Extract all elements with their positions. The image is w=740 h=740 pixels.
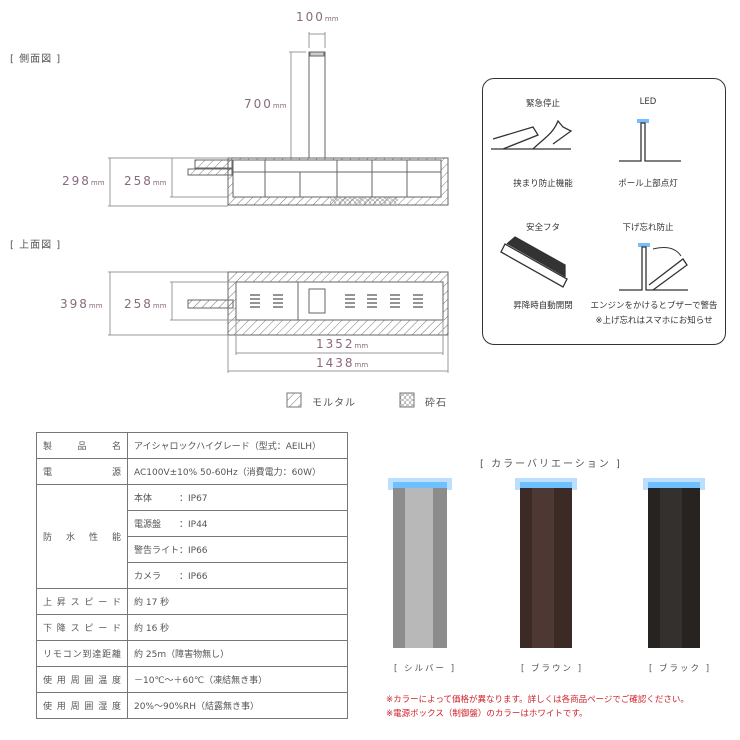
table-row: 製品名アイシャロックハイグレード（型式：AEILH）: [36, 432, 348, 459]
dim-length-inner: 1352mm: [316, 337, 369, 351]
table-row: カメラ ：IP66: [37, 562, 348, 589]
gravel-pattern-icon: [399, 392, 415, 408]
dim-width-total: 398mm: [60, 297, 103, 311]
feature-caption-safety-lid: 昇降時自動開閉: [513, 301, 573, 311]
emergency-stop-icon: [491, 119, 573, 150]
spec-label: 上昇スピード: [36, 588, 128, 615]
color-label-silver: [ シルバー ]: [394, 664, 457, 674]
features-panel: 緊急停止 挟まり防止機能 LED ポール上部点灯 安全フタ 昇降時自動開閉 下げ…: [482, 78, 726, 345]
dim-length-total: 1438mm: [316, 356, 369, 370]
dim-width: 100mm: [296, 10, 339, 24]
feature-caption-led: ポール上部点灯: [618, 179, 678, 189]
feature-caption-raise-reminder-note: ※上げ忘れはスマホにお知らせ: [595, 316, 713, 326]
spec-label: 防水性能: [36, 484, 128, 589]
legend-gravel: 砕石: [425, 398, 447, 409]
feature-title-emergency-stop: 緊急停止: [525, 99, 560, 109]
color-variation-title: [ カラーバリエーション ]: [480, 459, 622, 470]
table-row: 使用周囲温度－10℃～＋60℃（凍結無き事）: [36, 666, 348, 693]
spec-value: 電源盤 ：IP44: [127, 510, 348, 537]
spec-label: 使用周囲温度: [36, 666, 128, 693]
spec-value: 約 17 秒: [127, 588, 348, 615]
spec-value: AC100V±10% 50-60Hz（消費電力：60W）: [127, 458, 348, 485]
feature-caption-emergency-stop: 挟まり防止機能: [513, 179, 573, 189]
dim-depth-inner: 258mm: [124, 174, 167, 188]
spec-label: 製品名: [36, 432, 128, 459]
table-row: 上昇スピード約 17 秒: [36, 588, 348, 615]
spec-label: 下降スピード: [36, 614, 128, 641]
dim-height: 700mm: [244, 97, 287, 111]
table-row: 下降スピード約 16 秒: [36, 614, 348, 641]
safety-lid-icon: [500, 236, 568, 288]
bollard-brown: [515, 478, 577, 648]
side-view-drawing: [108, 32, 449, 207]
dim-width-inner: 258mm: [124, 297, 167, 311]
feature-title-raise-reminder: 下げ忘れ防止: [622, 223, 674, 233]
table-row: 防水性能本体 ：IP67: [36, 484, 348, 589]
feature-caption-raise-reminder: エンジンをかけるとブザーで警告: [590, 301, 718, 311]
bollard-black: [643, 478, 705, 648]
feature-title-led: LED: [639, 97, 657, 107]
spec-label: 使用周囲湿度: [36, 692, 128, 719]
legend-mortar: モルタル: [312, 398, 356, 409]
feature-illustrations: [491, 119, 688, 291]
table-row: 電源盤 ：IP44: [37, 510, 348, 537]
dim-depth-total: 298mm: [62, 174, 105, 188]
power-box-note: ※電源ボックス（制御盤）のカラーはホワイトです。: [386, 709, 588, 719]
spec-value: カメラ ：IP66: [127, 562, 348, 589]
spec-value: 約 16 秒: [127, 614, 348, 641]
led-pole-icon: [619, 119, 681, 162]
spec-value: 警告ライト：IP66: [127, 536, 348, 563]
top-view-drawing: [108, 271, 449, 373]
color-label-black: [ ブラック ]: [649, 664, 712, 674]
price-note: ※カラーによって価格が異なります。詳しくは各商品ページでご確認ください。: [386, 695, 689, 705]
spec-value: 約 25m（障害物無し）: [127, 640, 348, 667]
color-label-brown: [ ブラウン ]: [521, 664, 584, 674]
hatch-pattern-icon: [286, 392, 302, 408]
feature-title-safety-lid: 安全フタ: [525, 223, 560, 233]
spec-value: 本体 ：IP67: [127, 484, 348, 511]
spec-label: 電源: [36, 458, 128, 485]
bollard-silver: [388, 478, 452, 648]
spec-value: アイシャロックハイグレード（型式：AEILH）: [127, 432, 348, 459]
top-view-title: [ 上面図 ]: [10, 240, 62, 251]
raise-reminder-icon: [619, 243, 688, 291]
side-view-title: [ 側面図 ]: [10, 54, 62, 65]
spec-value: －10℃～＋60℃（凍結無き事）: [127, 666, 348, 693]
spec-value: 20%～90%RH（結露無き事）: [127, 692, 348, 719]
spec-label: リモコン到達距離: [36, 640, 128, 667]
table-row: リモコン到達距離約 25m（障害物無し）: [36, 640, 348, 667]
